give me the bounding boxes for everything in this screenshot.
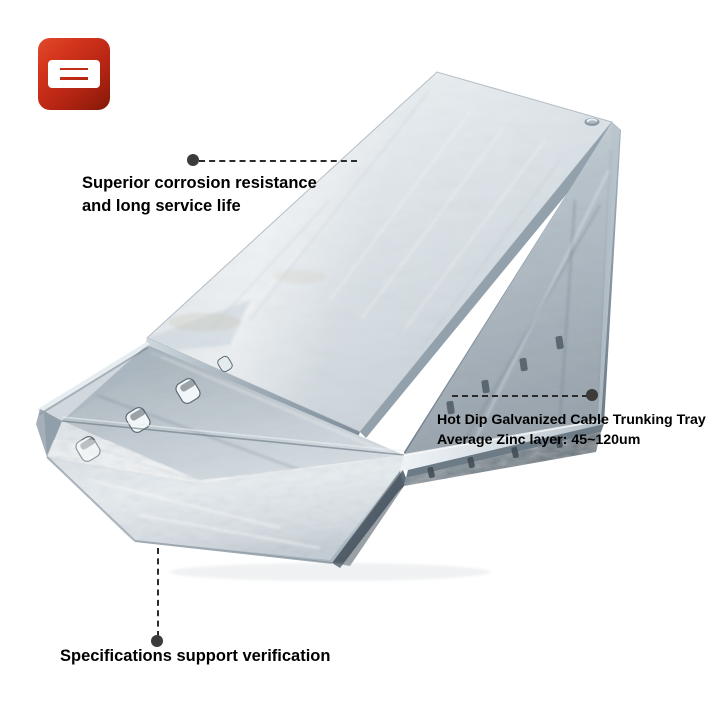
callout-line: Hot Dip Galvanized Cable Trunking Tray (437, 412, 706, 428)
callout-text: Specifications support verification (60, 645, 330, 668)
brand-logo (38, 38, 110, 110)
callout-dot (586, 389, 598, 401)
tray-end-section (332, 420, 604, 568)
callout-text: Hot Dip Galvanized Cable Trunking Tray A… (437, 411, 706, 451)
callout-leader-line (199, 160, 357, 162)
callout-dot (187, 154, 199, 166)
lid-fixing-hole (584, 118, 600, 126)
callout-leader-line (157, 548, 159, 637)
brand-logo-mark (38, 38, 110, 110)
end-slots (427, 436, 563, 479)
callout-leader-line (452, 395, 588, 397)
callout-line: Specifications support verification (60, 647, 331, 665)
callout-line: Average Zinc layer: 45~120um (437, 431, 641, 448)
callout-line: and long service life (82, 197, 241, 216)
callout-text: Superior corrosion resistance and long s… (82, 172, 317, 218)
callout-line: Superior corrosion resistance (82, 174, 317, 192)
callout-dot (151, 635, 163, 647)
